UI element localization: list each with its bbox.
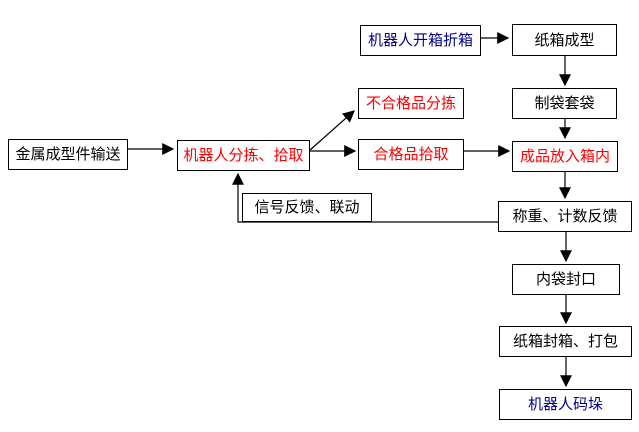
node-inner-bag-seal-label: 内袋封口 — [535, 271, 596, 288]
edge-weigh-count-feedback-to-robot-sort-pick — [232, 172, 498, 223]
node-metal-feed: 金属成型件输送 — [8, 139, 128, 170]
node-qualified-pick-label: 合格品拾取 — [373, 146, 449, 163]
node-robot-open-fold-box-label: 机器人开箱折箱 — [367, 32, 473, 49]
node-qualified-pick: 合格品拾取 — [358, 139, 464, 170]
node-weigh-count-feedback: 称重、计数反馈 — [498, 201, 632, 232]
node-robot-sort-pick-label: 机器人分拣、拾取 — [183, 147, 304, 164]
node-reject-sorting: 不合格品分拣 — [358, 88, 464, 119]
node-carton-seal-pack-label: 纸箱封箱、打包 — [512, 333, 618, 350]
node-product-into-box-label: 成品放入箱内 — [519, 148, 610, 165]
node-signal-feedback: 信号反馈、联动 — [242, 193, 372, 222]
node-carton-seal-pack: 纸箱封箱、打包 — [499, 326, 632, 357]
node-weigh-count-feedback-label: 称重、计数反馈 — [512, 208, 618, 225]
node-robot-palletize-label: 机器人码垛 — [527, 396, 603, 413]
node-product-into-box: 成品放入箱内 — [512, 141, 618, 172]
node-bag-making-label: 制袋套袋 — [534, 95, 595, 112]
node-carton-forming-label: 纸箱成型 — [534, 31, 595, 49]
node-signal-feedback-label: 信号反馈、联动 — [254, 199, 360, 216]
node-reject-sorting-label: 不合格品分拣 — [365, 95, 456, 112]
node-inner-bag-seal: 内袋封口 — [512, 264, 620, 295]
node-bag-making: 制袋套袋 — [512, 88, 617, 119]
node-robot-sort-pick: 机器人分拣、拾取 — [177, 140, 310, 171]
node-robot-palletize: 机器人码垛 — [499, 389, 632, 420]
node-metal-feed-label: 金属成型件输送 — [15, 146, 121, 163]
edge-robot-sort-pick-to-reject-sorting — [309, 110, 355, 151]
node-carton-forming: 纸箱成型 — [512, 24, 617, 56]
node-robot-open-fold-box: 机器人开箱折箱 — [360, 25, 481, 56]
